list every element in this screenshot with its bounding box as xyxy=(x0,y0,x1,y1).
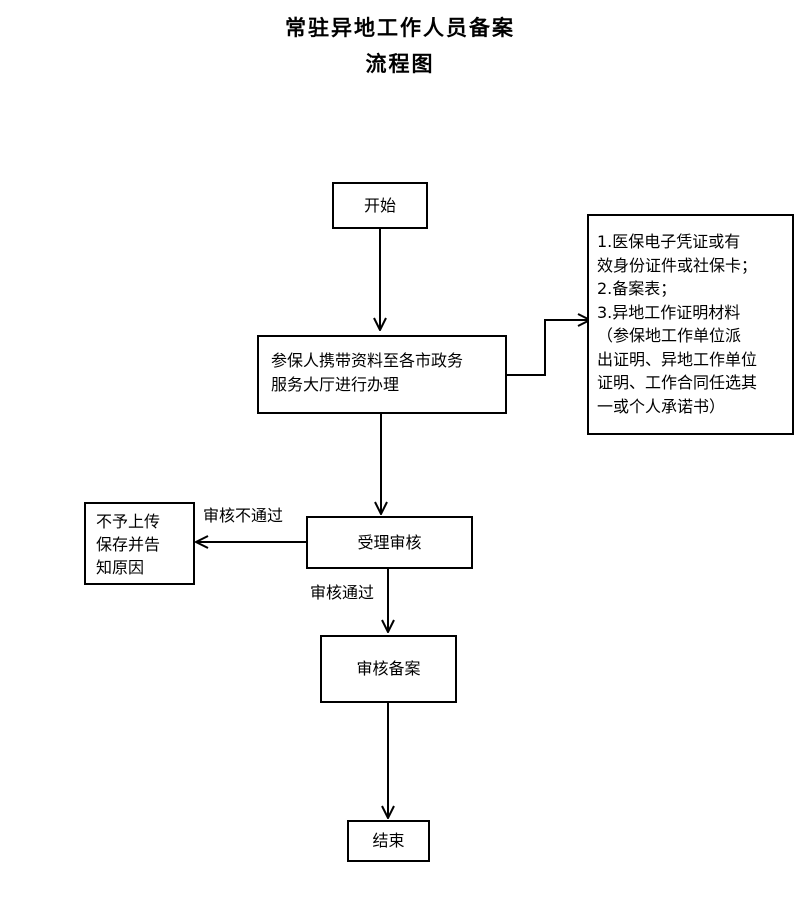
record-node: 审核备案 xyxy=(320,635,457,703)
arrow-apply-to-materials xyxy=(507,320,590,376)
materials-node: 1.医保电子凭证或有 效身份证件或社保卡； 2.备案表； 3.异地工作证明材料 … xyxy=(587,214,794,435)
reject-node: 不予上传 保存并告 知原因 xyxy=(84,502,195,585)
end-node: 结束 xyxy=(347,820,430,862)
start-node: 开始 xyxy=(332,182,428,229)
diagram-subtitle: 流程图 xyxy=(365,51,435,76)
review-node: 受理审核 xyxy=(306,516,473,569)
edge-label-pass: 审核通过 xyxy=(310,583,375,602)
apply-node: 参保人携带资料至各市政务 服务大厅进行办理 xyxy=(257,335,507,414)
diagram-title: 常驻异地工作人员备案 xyxy=(285,15,515,40)
edge-label-fail: 审核不通过 xyxy=(203,506,284,525)
